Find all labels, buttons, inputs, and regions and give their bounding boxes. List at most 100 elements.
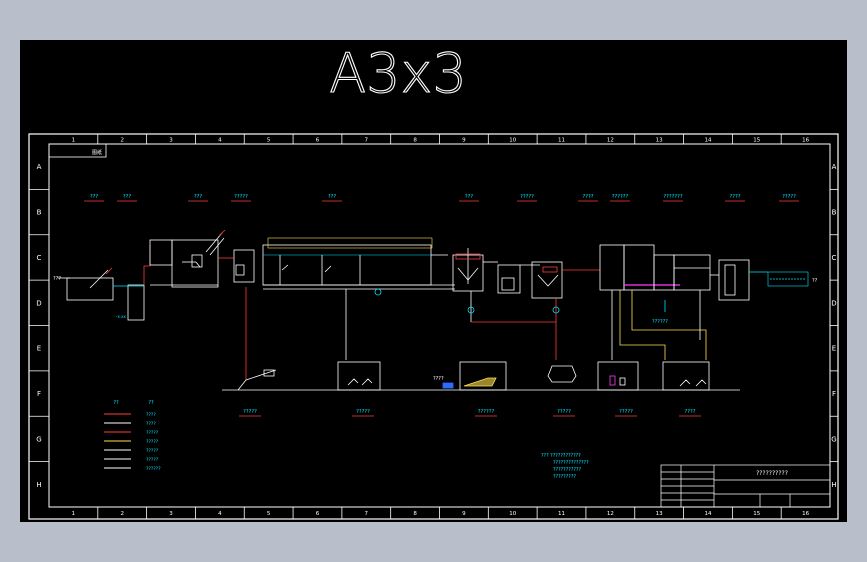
col-number-top: 2	[120, 138, 124, 144]
col-number-top: 3	[169, 138, 173, 144]
bottom-label: ????	[684, 409, 695, 415]
col-number-top: 16	[802, 138, 809, 144]
title-block-main: ??????????	[756, 470, 788, 477]
sludge-pump-icon	[467, 306, 475, 314]
legend-text: ?????	[146, 439, 159, 445]
col-number-bottom: 13	[656, 511, 663, 517]
row-letter-right: C	[832, 254, 837, 262]
sludge-house-2	[459, 361, 507, 391]
outlet-label: ??	[812, 278, 818, 284]
col-number-bottom: 7	[365, 511, 369, 517]
col-number-bottom: 5	[267, 511, 271, 517]
col-number-top: 7	[365, 138, 369, 144]
legend-text: ??????	[146, 466, 161, 472]
legend-header-symbol: ??	[113, 400, 119, 406]
top-label: ???	[90, 194, 99, 200]
svg-text:-x.xx: -x.xx	[116, 314, 126, 319]
outer-frame	[28, 133, 839, 520]
bottom-label: ?????	[619, 409, 633, 415]
sedimentation-tank	[531, 261, 563, 299]
inlet-label: ???	[53, 276, 61, 282]
lift-pump-well	[127, 284, 145, 321]
row-letter-right: F	[832, 390, 836, 398]
sludge-house-1	[337, 361, 381, 391]
truck-icon	[463, 377, 497, 387]
disinfection-tank	[673, 254, 711, 291]
top-label: ????	[729, 194, 740, 200]
row-letter-left: F	[37, 390, 41, 398]
top-label: ???	[194, 194, 203, 200]
row-letter-left: B	[37, 209, 42, 217]
chemical-house	[597, 361, 639, 391]
legend-text: ????	[146, 412, 156, 418]
col-number-bottom: 12	[607, 511, 614, 517]
bottom-label: ?????	[557, 409, 571, 415]
coarse-screen	[149, 239, 173, 266]
col-number-bottom: 14	[704, 511, 711, 517]
process-top-labels: ????????????????????????????????????????…	[84, 194, 799, 202]
col-number-top: 10	[509, 138, 516, 144]
col-number-bottom: 11	[558, 511, 565, 517]
legend-header-name: ??	[148, 400, 154, 406]
legend-text: ?????	[146, 448, 159, 454]
row-letter-left: D	[36, 299, 41, 307]
col-number-top: 1	[72, 138, 76, 144]
top-label: ??????	[612, 194, 629, 200]
col-number-top: 4	[218, 138, 222, 144]
row-letter-right: A	[832, 163, 837, 171]
note-line: ??? ????????????	[541, 453, 581, 459]
dosing-tank	[547, 365, 577, 383]
legend-text: ?????	[146, 430, 159, 436]
grit-chamber	[233, 249, 255, 283]
title-block: ??????????	[660, 464, 831, 508]
process-equipment: ??? -x.xx	[53, 229, 818, 391]
row-letter-right: B	[832, 209, 837, 217]
bottom-label: ?????	[243, 409, 257, 415]
corner-tag-box	[48, 143, 107, 158]
note-line: ???????????	[553, 467, 581, 473]
col-number-top: 11	[558, 138, 565, 144]
coagulation-tank	[497, 264, 521, 294]
note-line: ?????????	[553, 474, 576, 480]
col-number-top: 8	[413, 138, 417, 144]
col-number-top: 14	[704, 138, 711, 144]
process-bottom-labels: ??????????????????????????????	[239, 409, 701, 417]
top-label: ?????	[234, 194, 248, 200]
legend-text: ????	[146, 421, 156, 427]
col-number-top: 5	[267, 138, 271, 144]
top-label: ???????	[663, 194, 683, 200]
col-number-top: 12	[607, 138, 614, 144]
legend: ??????????????????????????????????????	[104, 400, 161, 472]
corner-tag: 图纸	[92, 149, 102, 156]
row-letter-left: H	[36, 481, 41, 489]
col-number-bottom: 9	[462, 511, 466, 517]
mid-label: ??????	[652, 319, 668, 325]
col-number-bottom: 10	[509, 511, 516, 517]
fine-screen-chamber	[171, 239, 219, 288]
filter-a	[599, 244, 625, 291]
note-line: ??????????????	[553, 460, 589, 466]
row-letter-right: E	[832, 345, 836, 353]
col-number-bottom: 8	[413, 511, 417, 517]
row-letter-right: D	[831, 299, 836, 307]
col-number-top: 6	[316, 138, 320, 144]
row-letter-right: H	[831, 481, 836, 489]
col-number-bottom: 1	[72, 511, 76, 517]
notes: ??? ????????????????????????????????????…	[541, 453, 589, 480]
inner-frame	[48, 143, 831, 508]
row-letter-left: C	[37, 254, 42, 262]
outfall-channel	[767, 271, 809, 287]
truck-label: ????	[433, 376, 444, 382]
col-number-bottom: 16	[802, 511, 809, 517]
col-number-top: 9	[462, 138, 466, 144]
top-label: ?????	[782, 194, 796, 200]
top-label: ???	[328, 194, 337, 200]
air-header	[267, 237, 433, 249]
top-label: ???	[465, 194, 474, 200]
